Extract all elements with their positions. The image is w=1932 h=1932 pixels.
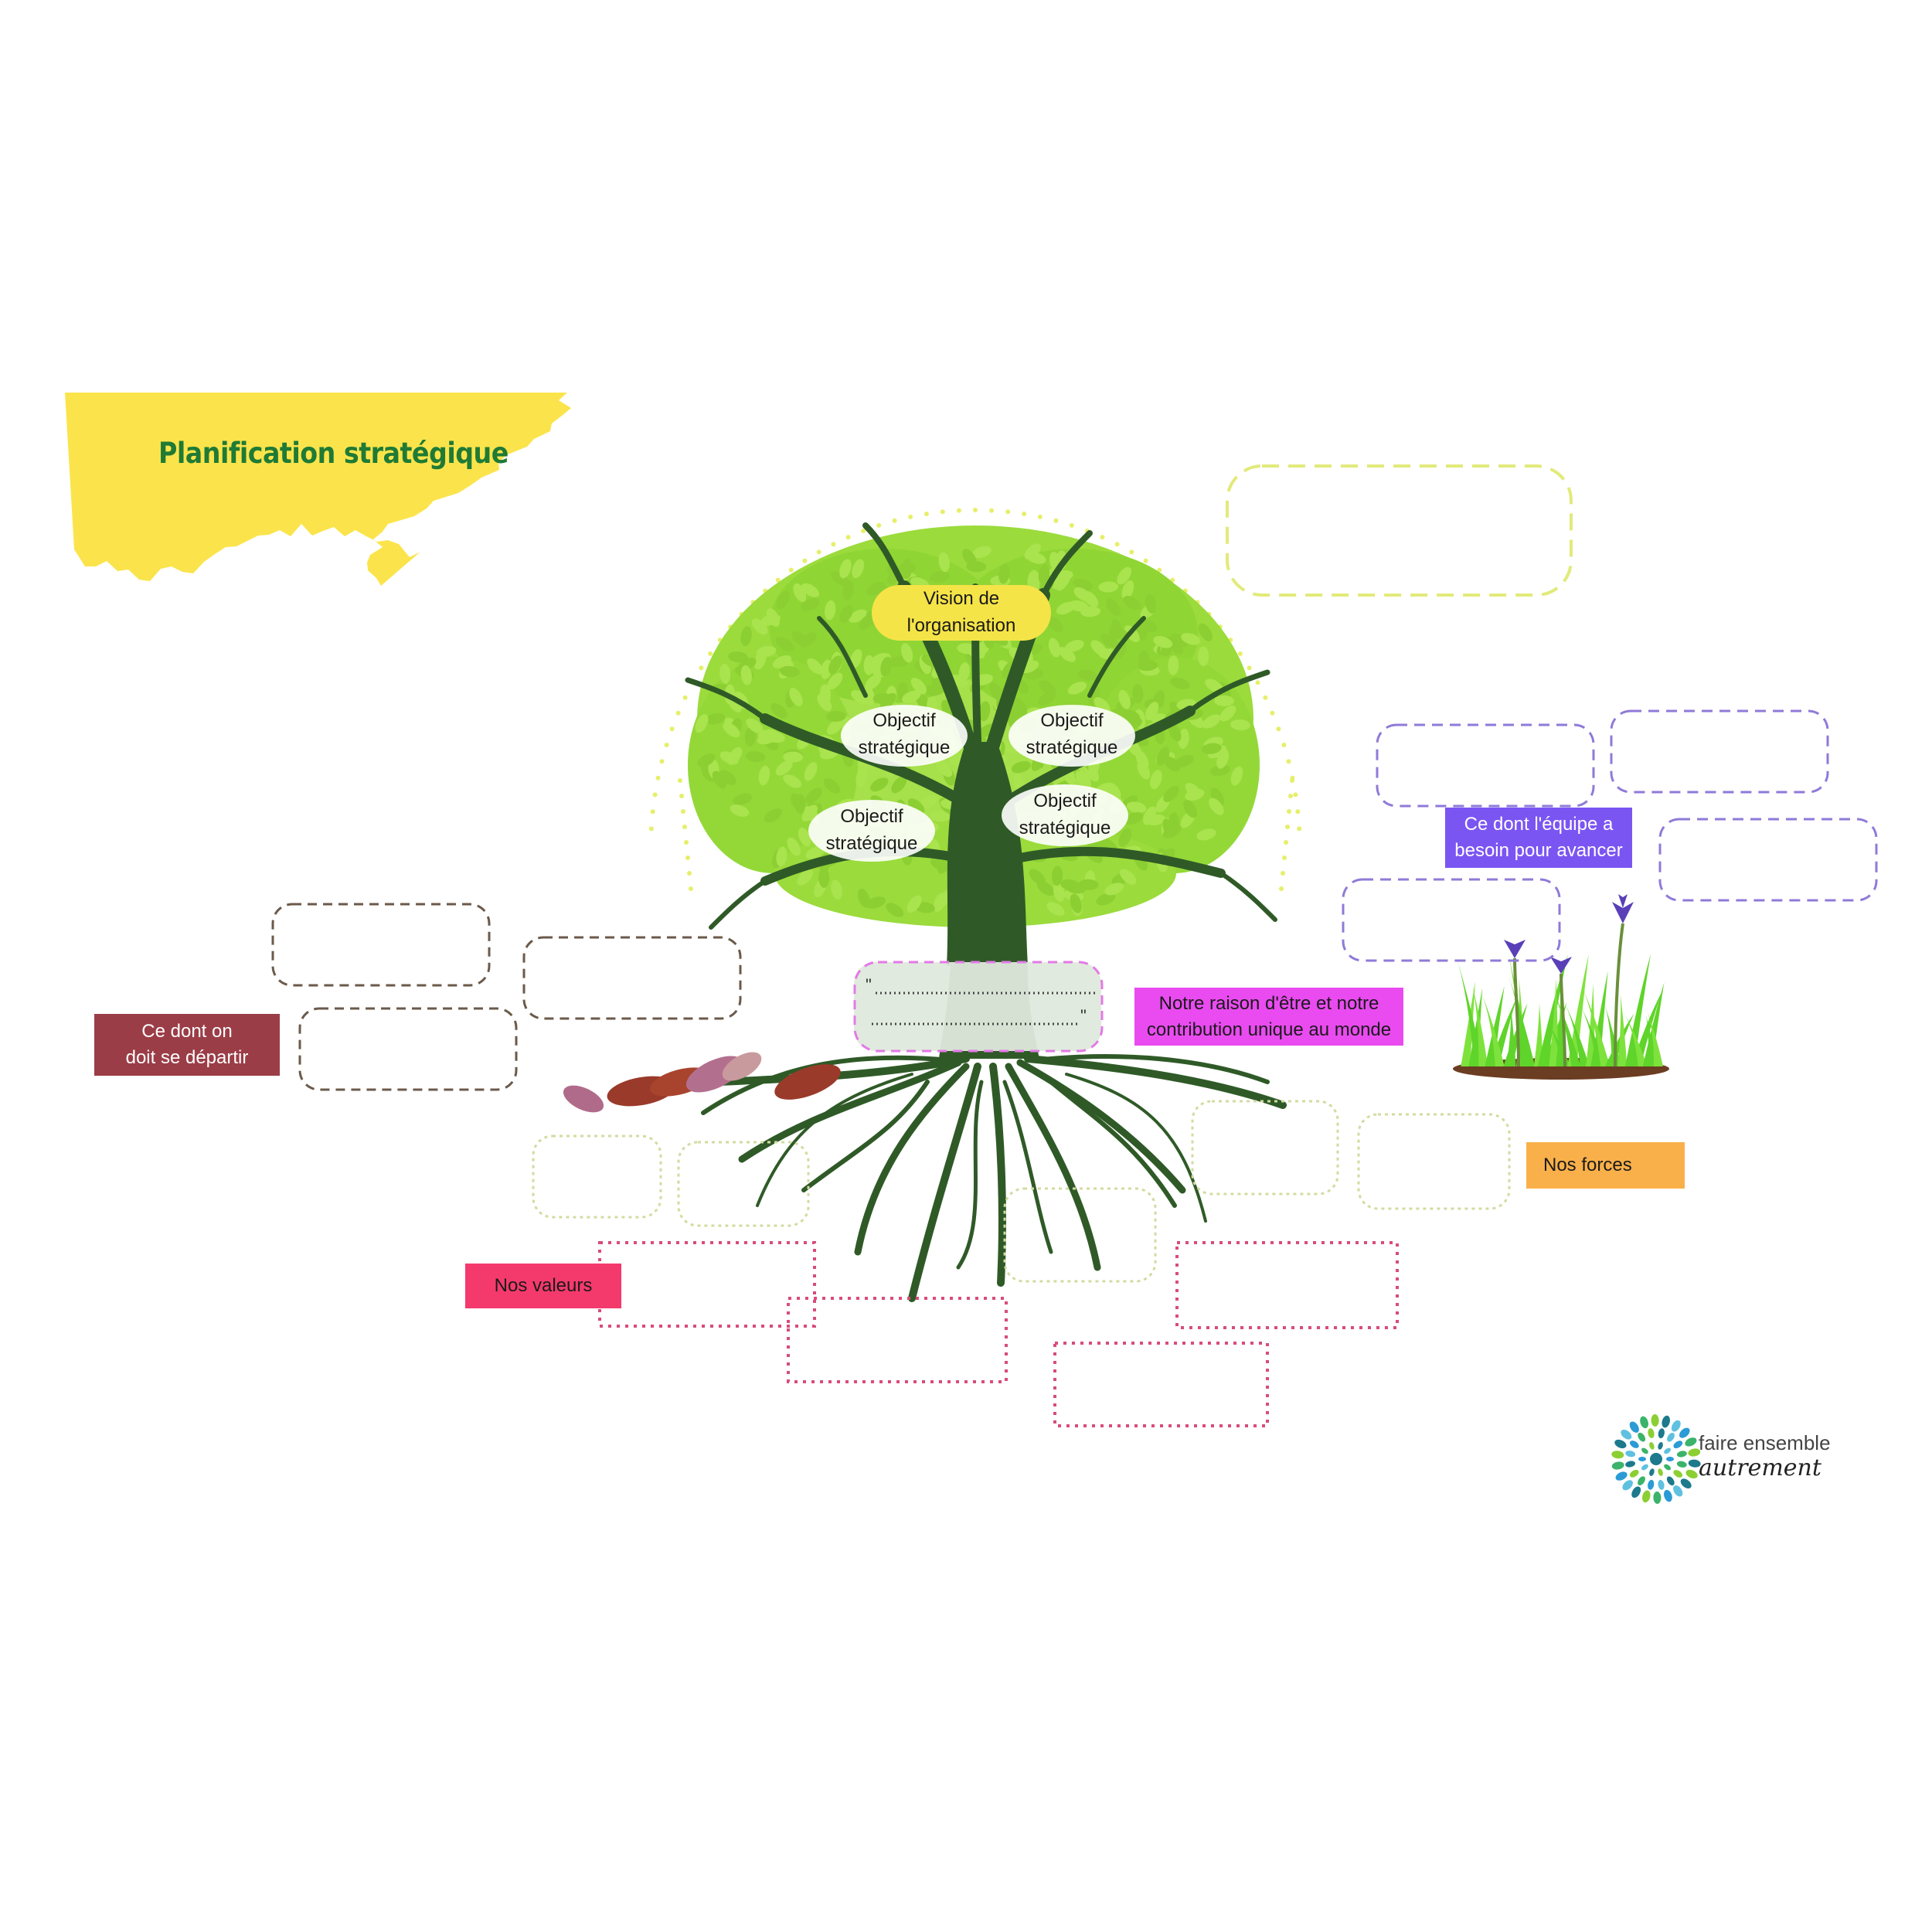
strengths-box-3 [1003, 1187, 1157, 1283]
strengths-box-5 [1357, 1113, 1511, 1210]
grass-flowers-icon [1453, 894, 1669, 1080]
let-go-box-2 [522, 936, 742, 1020]
let-go-box-3 [298, 1007, 518, 1091]
let-go-box-1 [271, 903, 491, 987]
mission-lines [872, 992, 1096, 1026]
needs-box-1 [1376, 723, 1595, 808]
objective-label-4: Objectif stratégique [1019, 791, 1111, 838]
title-splash [65, 393, 571, 586]
mission-close-quote: " [1080, 1006, 1087, 1026]
fallen-leaves-icon [563, 1052, 841, 1113]
values-label: Nos valeurs [465, 1264, 621, 1308]
values-box-3 [1175, 1241, 1399, 1329]
strengths-box-1 [532, 1134, 662, 1219]
values-box-1 [598, 1241, 816, 1328]
values-box-2 [787, 1297, 1008, 1383]
values-box-4 [1053, 1342, 1269, 1427]
logo-line-2: autrement [1699, 1454, 1821, 1481]
vision-label: Vision de l'organisation [906, 588, 1016, 636]
mission-open-quote: " [866, 975, 872, 995]
strengths-box-4 [1191, 1100, 1339, 1196]
page-title: Planification stratégique [158, 437, 509, 470]
objective-label-2: Objectif stratégique [1026, 710, 1118, 758]
objective-label-3: Objectif stratégique [825, 806, 918, 854]
purpose-label: Notre raison d'être et notre contributio… [1134, 988, 1403, 1046]
objective-label-1: Objectif stratégique [858, 710, 951, 758]
logo-mandala-icon [1611, 1414, 1701, 1504]
strengths-label: Nos forces [1526, 1142, 1685, 1189]
needs-box-4 [1342, 878, 1561, 962]
let-go-label: Ce dont on doit se départir [94, 1014, 280, 1076]
mission-box [853, 961, 1104, 1053]
logo-line-1: faire ensemble [1699, 1431, 1831, 1454]
needs-box-3 [1658, 818, 1878, 902]
needs-box-2 [1610, 709, 1829, 794]
needs-label: Ce dont l'équipe a besoin pour avancer [1445, 808, 1632, 868]
outline-boxes [271, 464, 1878, 1427]
canopy-label-backgrounds [808, 585, 1135, 862]
vision-box [1226, 464, 1573, 597]
